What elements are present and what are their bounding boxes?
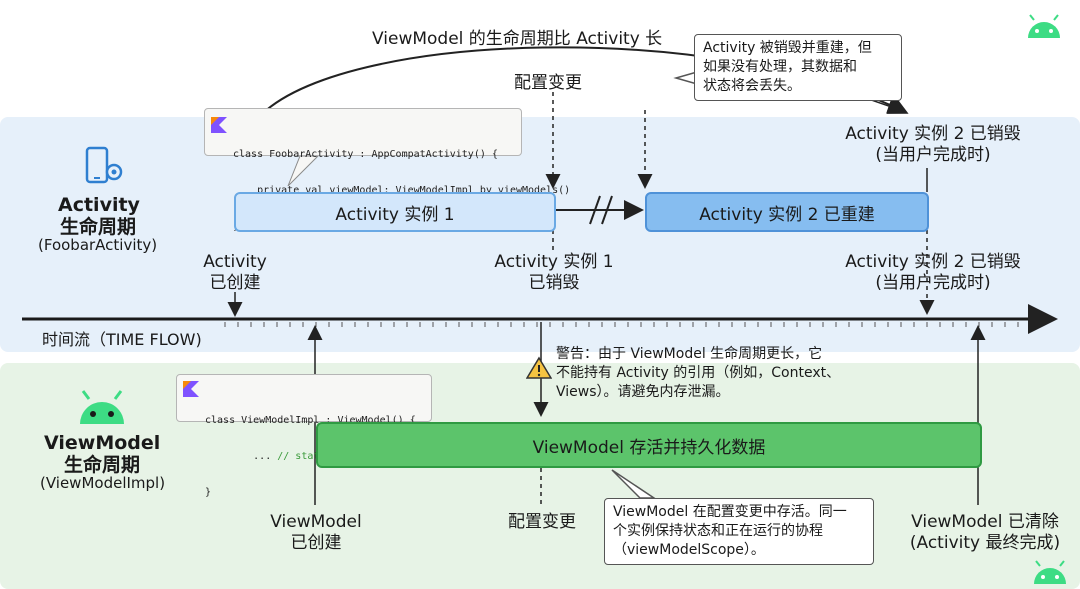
activity-lifecycle-band: [0, 117, 1080, 352]
android-icon: [1024, 14, 1064, 40]
phone-gear-icon: [82, 146, 126, 186]
note-data-loss-callout: Activity 被销毁并重建，但 如果没有处理，其数据和 状态将会丢失。: [694, 34, 902, 101]
config-change-top-label: 配置变更: [514, 73, 582, 93]
kotlin-icon: [183, 381, 199, 397]
viewmodel-created-label: ViewModel 已创建: [270, 512, 362, 553]
arc-title: ViewModel 的生命周期比 Activity 长: [372, 29, 663, 49]
viewmodel-cleared-label: ViewModel 已清除 (Activity 最终完成): [909, 512, 1061, 553]
android-icon: [72, 388, 132, 428]
code-line: class ViewModelImpl : ViewModel() {: [205, 415, 416, 426]
code-line: class FoobarActivity : AppCompatActivity…: [233, 149, 498, 160]
viewmodel-alive-bar: ViewModel 存活并持久化数据: [316, 422, 982, 468]
config-change-bottom-label: 配置变更: [508, 512, 576, 532]
viewmodel-lifecycle-title: ViewModel 生命周期: [44, 432, 161, 476]
kotlin-icon: [211, 117, 227, 133]
viewmodel-survives-callout: ViewModel 在配置变更中存活。同一 个实例保持状态和正在运行的协程 （v…: [604, 498, 874, 565]
activity-lifecycle-subtitle: (FoobarActivity): [38, 236, 158, 254]
activity-created-label: Activity 已创建: [203, 252, 267, 293]
time-flow-label: 时间流（TIME FLOW): [42, 330, 202, 349]
activity-lifecycle-title: Activity 生命周期: [58, 194, 140, 238]
activity-code-callout: class FoobarActivity : AppCompatActivity…: [204, 108, 570, 232]
activity-2-destroyed-mid-label: Activity 实例 2 已销毁 (当用户完成时): [845, 252, 1021, 293]
activity-instance-1-bar: Activity 实例 1: [234, 192, 556, 232]
code-line: }: [205, 487, 212, 498]
warning-icon: [526, 356, 552, 380]
code-line: private val viewModel: ViewModelImpl by …: [233, 185, 571, 196]
warning-text: 警告：由于 ViewModel 生命周期更长，它 不能持有 Activity 的…: [556, 346, 841, 400]
android-icon: [1030, 560, 1070, 586]
activity-2-destroyed-top-label: Activity 实例 2 已销毁 (当用户完成时): [845, 124, 1021, 165]
activity-1-destroyed-label: Activity 实例 1 已销毁: [494, 252, 614, 293]
viewmodel-code-callout: class ViewModelImpl : ViewModel() { ... …: [176, 374, 432, 498]
activity-instance-2-bar: Activity 实例 2 已重建: [645, 192, 929, 232]
viewmodel-lifecycle-subtitle: (ViewModelImpl): [40, 474, 166, 492]
